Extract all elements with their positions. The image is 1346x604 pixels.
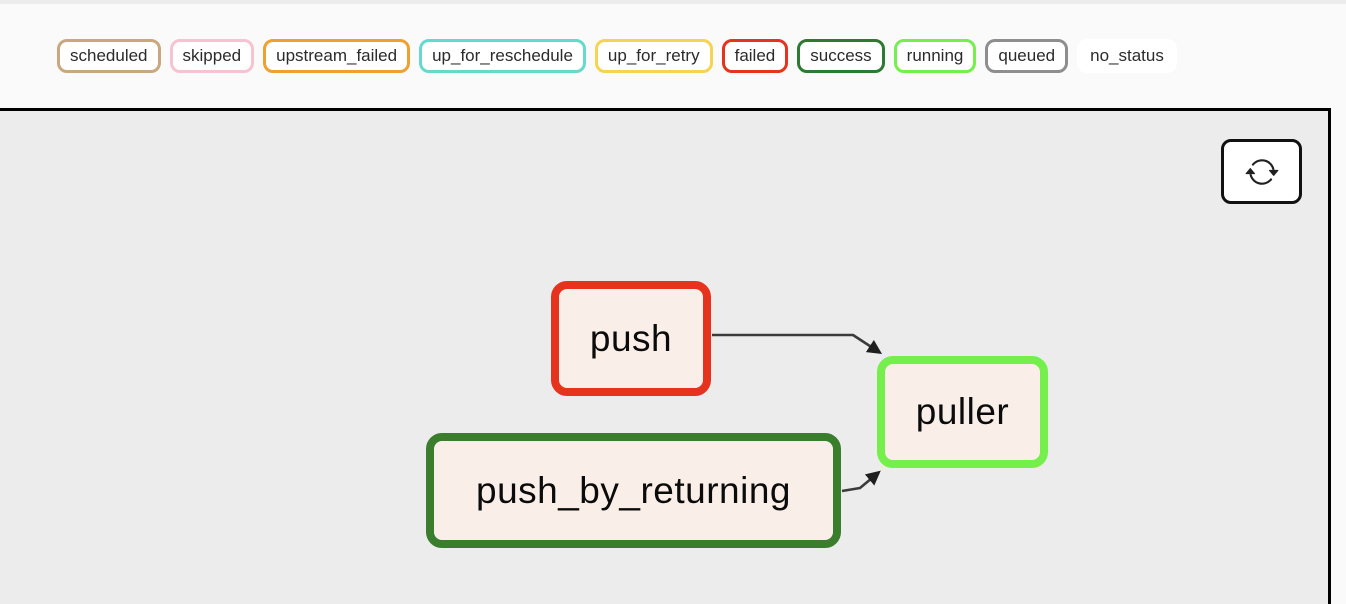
status-badge-queued[interactable]: queued — [985, 39, 1069, 73]
edge-layer — [712, 333, 883, 493]
status-badge-up_for_retry[interactable]: up_for_retry — [594, 39, 713, 73]
status-badge-running[interactable]: running — [893, 39, 977, 73]
status-badge-no_status[interactable]: no_status — [1077, 39, 1177, 73]
refresh-icon — [1245, 155, 1279, 189]
edge-push-to-puller — [712, 333, 883, 354]
status-badge-upstream_failed[interactable]: upstream_failed — [263, 39, 411, 73]
task-node-puller[interactable]: puller — [877, 356, 1048, 468]
dag-graph[interactable]: push push_by_returning puller — [0, 108, 1331, 604]
task-node-push[interactable]: push — [551, 281, 711, 396]
status-badge-skipped[interactable]: skipped — [169, 39, 255, 73]
status-badge-success[interactable]: success — [797, 39, 885, 73]
status-badge-scheduled[interactable]: scheduled — [57, 39, 161, 73]
task-node-push_by_returning[interactable]: push_by_returning — [426, 433, 841, 548]
refresh-button[interactable] — [1221, 139, 1302, 204]
top-strip — [0, 0, 1346, 4]
status-badge-up_for_reschedule[interactable]: up_for_reschedule — [419, 39, 586, 73]
edge-push_by_returning-to-puller — [841, 470, 881, 493]
status-badge-failed[interactable]: failed — [721, 39, 789, 73]
